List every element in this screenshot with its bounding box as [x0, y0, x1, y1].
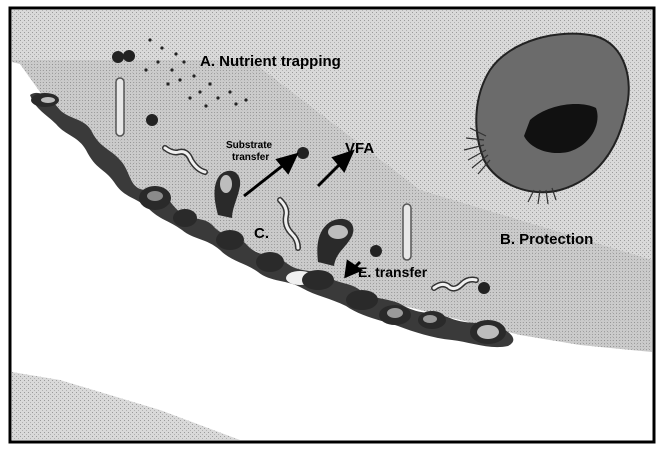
label-nutrient-trapping: A. Nutrient trapping: [200, 53, 341, 70]
label-e-transfer: E. transfer: [358, 264, 428, 280]
label-substrate-line1: Substrate: [226, 140, 273, 151]
label-protection: B. Protection: [500, 231, 593, 248]
label-vfa: VFA: [345, 140, 374, 157]
label-c: C.: [254, 225, 269, 242]
label-substrate-line2: transfer: [232, 152, 269, 163]
